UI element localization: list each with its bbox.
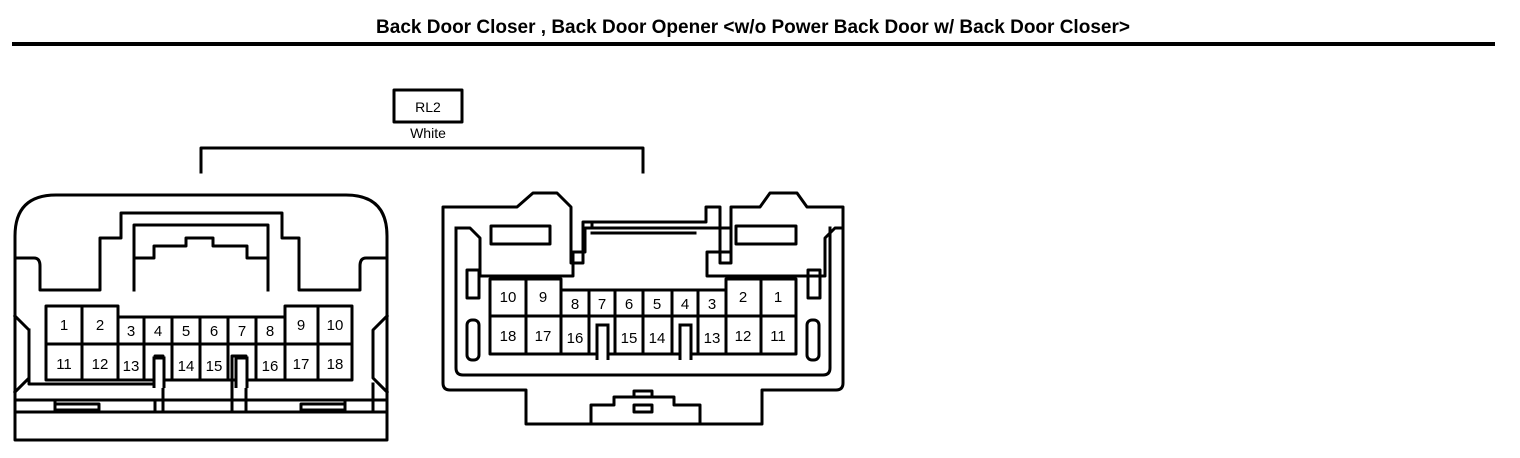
- left-connector-housing: [12, 193, 390, 442]
- right-pin-label: 9: [539, 289, 547, 306]
- left-pin-label: 15: [206, 358, 223, 375]
- left-pin-label: 5: [182, 323, 190, 340]
- right-pin-label: 4: [681, 296, 689, 313]
- left-pin-label: 4: [154, 323, 162, 340]
- left-pin-labels: 1 2 3 4 5 6 7 8 9 10 11 12 13 14 15 16 1…: [56, 317, 343, 375]
- right-pin-label: 2: [739, 289, 747, 306]
- connector-code-box: [392, 88, 464, 124]
- connector-code-label: RL2: [415, 99, 441, 115]
- left-pin-label: 3: [127, 323, 135, 340]
- right-key-slot-a: [595, 323, 610, 360]
- left-pin-label: 2: [96, 317, 104, 334]
- right-pin-label: 18: [500, 328, 517, 345]
- connector-bracket: [199, 146, 645, 174]
- left-pin-label: 18: [327, 356, 344, 373]
- right-pin-label: 11: [770, 328, 786, 345]
- left-pin-label: 17: [293, 356, 310, 373]
- right-pin-label: 7: [598, 296, 606, 313]
- connector-color-label: White: [410, 125, 446, 141]
- left-pin-label: 7: [238, 323, 246, 340]
- left-pin-label: 10: [327, 317, 344, 334]
- right-cavity-grid: [488, 277, 798, 356]
- right-pin-label: 6: [625, 296, 633, 313]
- left-pin-label: 1: [60, 317, 68, 334]
- page-title: Back Door Closer , Back Door Opener <w/o…: [376, 17, 1130, 38]
- left-pin-label: 8: [266, 323, 274, 340]
- right-pin-label: 5: [653, 296, 661, 313]
- left-pin-label: 12: [92, 356, 109, 373]
- left-pin-label: 16: [262, 358, 279, 375]
- title-underline: [12, 42, 1495, 46]
- right-pin-labels: 10 9 8 7 6 5 4 3 2 1 18 17 16 15 14 13 1…: [500, 289, 786, 347]
- left-pin-label: 6: [210, 323, 218, 340]
- right-pin-label: 10: [500, 289, 517, 306]
- right-pin-label: 1: [774, 289, 782, 306]
- left-pin-label: 13: [123, 358, 140, 375]
- left-cavity-grid: [44, 304, 354, 382]
- left-key-slot-b: [234, 356, 249, 388]
- left-pin-label: 14: [178, 358, 195, 375]
- right-pin-label: 12: [735, 328, 752, 345]
- right-pin-label: 14: [649, 330, 666, 347]
- left-key-slot-a: [152, 356, 166, 388]
- left-pin-label: 11: [56, 356, 72, 373]
- right-pin-label: 17: [535, 328, 552, 345]
- right-connector-housing: [441, 191, 845, 426]
- right-pin-label: 15: [621, 330, 638, 347]
- right-pin-label: 3: [708, 296, 716, 313]
- right-pin-label: 16: [567, 330, 584, 347]
- left-pin-label: 9: [297, 317, 305, 334]
- right-pin-label: 13: [704, 330, 721, 347]
- right-key-slot-b: [678, 323, 693, 360]
- right-pin-label: 8: [571, 296, 579, 313]
